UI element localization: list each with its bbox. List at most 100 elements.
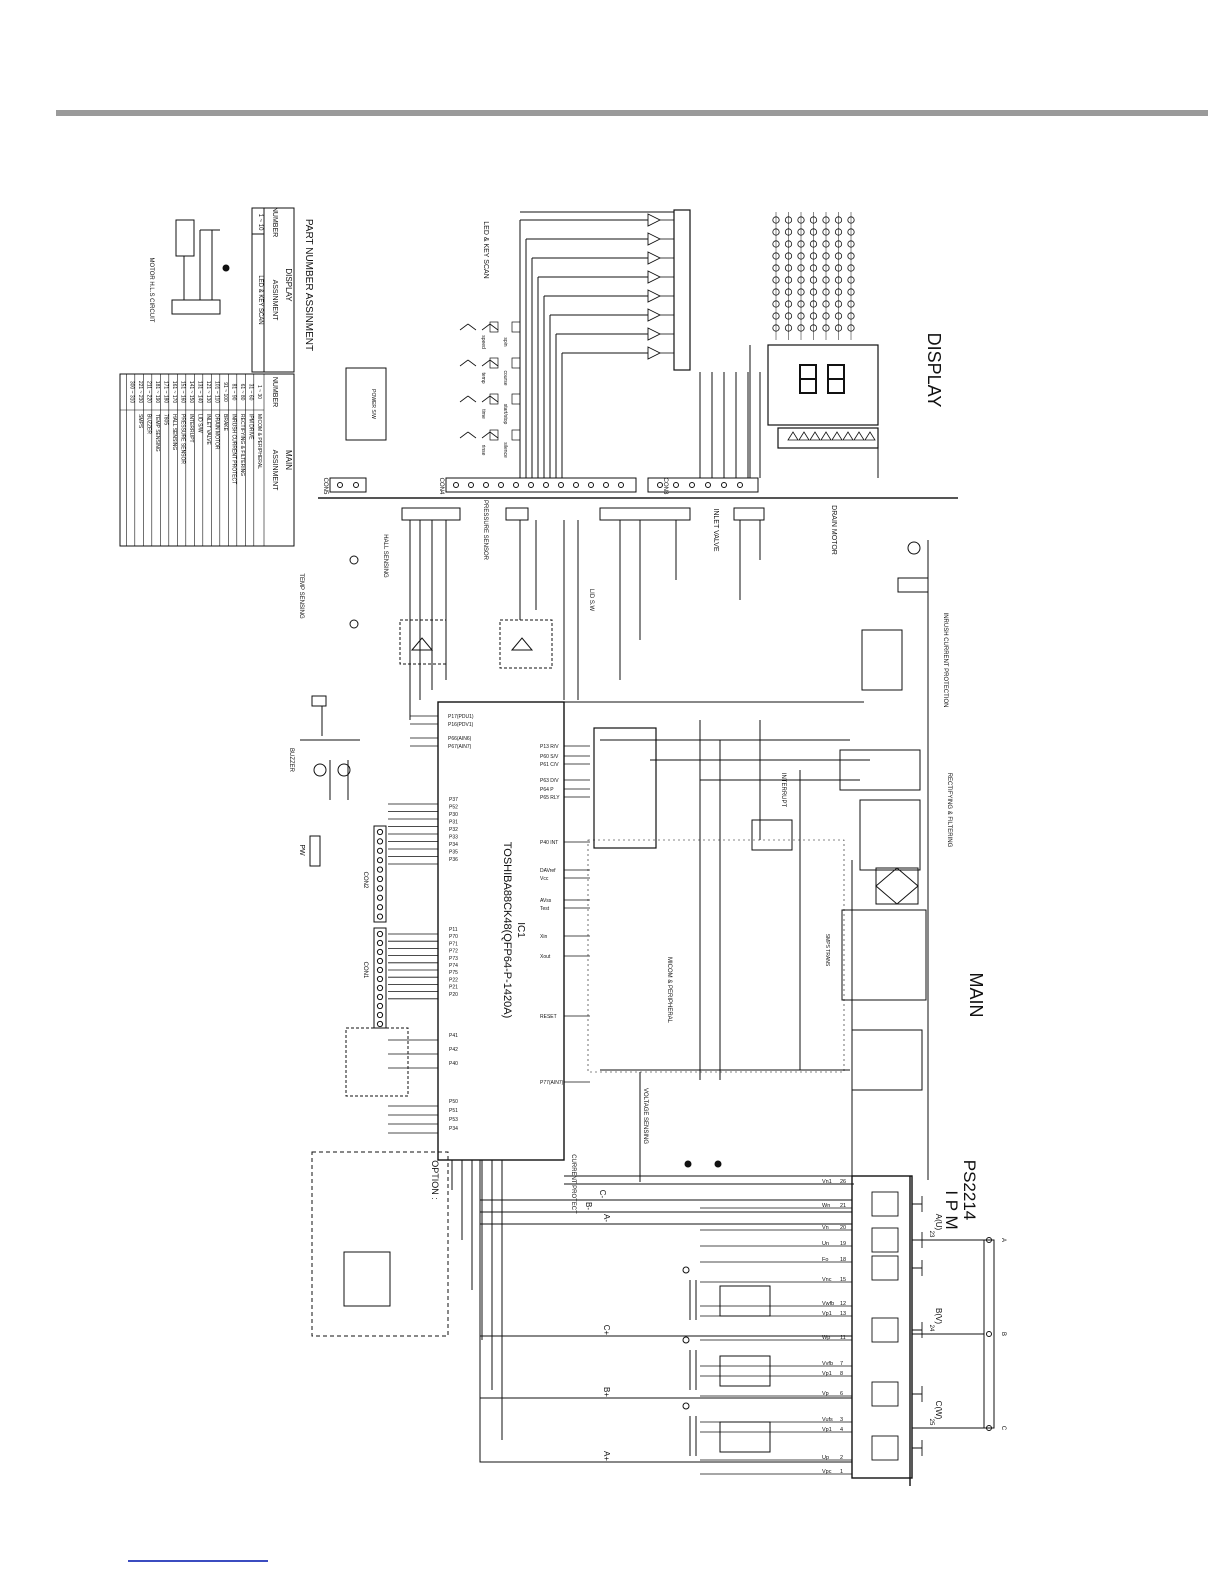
interrupt-label: INTERRUPT <box>780 773 786 808</box>
mcu-ref: IC1 <box>515 922 526 938</box>
pw-label: PW <box>298 844 305 856</box>
part-table-display-header: DISPLAY <box>284 268 293 302</box>
key-label: temp <box>480 372 486 383</box>
buzzer-circuit <box>300 695 360 800</box>
rectifying-label: RECTIFYING & FILTERING <box>946 773 952 848</box>
main-table-assignment: LID S/W <box>197 414 203 433</box>
mcu-pin-label: P34 <box>449 842 458 848</box>
mcu-pin-label: P41 <box>449 1033 458 1039</box>
mcu-pin-label: P42 <box>449 1047 458 1053</box>
mcu-pin-label: P32 <box>449 827 458 833</box>
main-table-assignment: INTERRUPT <box>188 414 194 443</box>
con4-label: CON4 <box>438 478 444 495</box>
ipm-pin: Vp1 <box>822 1427 832 1433</box>
main-table-number: 141 ~ 150 <box>188 381 194 404</box>
power-input-block <box>839 540 929 1190</box>
con5-label: CON5 <box>322 478 328 495</box>
mcu-pin-label: P31 <box>449 820 458 826</box>
mcu-pin-label: P16(PDV1) <box>448 722 474 728</box>
main-table-assignment: PRESSURE SENSOR <box>180 414 186 464</box>
inrush-label: INRUSH CURRENT PROTECTION <box>942 613 948 708</box>
main-table-number: 181 ~ 190 <box>154 381 160 404</box>
pw-connector <box>309 835 321 867</box>
led-key-scan-label: LED & KEY SCAN <box>482 221 489 278</box>
ipm-pin: Vp <box>822 1391 829 1397</box>
ipm-pin-number: 18 <box>840 1257 846 1263</box>
current-protect-label: CURRENT PROTECT <box>570 1154 576 1214</box>
main-table-assignment: BUZZER <box>146 414 152 434</box>
key-switches: speedtemptimerinsespincoursestart/stopsi… <box>459 321 521 458</box>
mcu-pin-label: AVss <box>540 898 552 904</box>
dip-switch-block <box>345 1027 409 1097</box>
ipm-phase-pin: 25 <box>928 1419 934 1426</box>
main-table-assignment: INRUSH CURRENT PROTECT <box>231 414 237 484</box>
part-table-main-header: MAIN <box>284 450 293 470</box>
ipm-pin: Wn <box>822 1203 830 1209</box>
ipm-pin: Vp1 <box>822 1311 832 1317</box>
mcu-pin-label: P67(AIN7) <box>448 744 472 750</box>
mcu-pin-label: P66(AIN6) <box>448 736 472 742</box>
mcu-pin-label: P72 <box>449 949 458 955</box>
motor-output-label: C <box>1000 1426 1006 1431</box>
main-top-connectors <box>401 507 765 521</box>
mcu-pin-label: P33 <box>449 835 458 841</box>
mcu-pin-label: P35 <box>449 850 458 856</box>
ipm-pin-number: 12 <box>840 1301 846 1307</box>
hall-sensing-label: HALL SENSING <box>382 534 388 578</box>
main-wires <box>409 520 870 1185</box>
main-table-number: 31 ~ 60 <box>248 384 254 401</box>
mcu-pin-label: P74 <box>449 963 458 969</box>
buzzer-label: BUZZER <box>288 748 294 773</box>
ipm-pin-number: 1 <box>840 1469 843 1475</box>
key-label: silence <box>502 442 508 458</box>
part-number-table <box>119 207 295 547</box>
option-ic <box>343 1251 391 1307</box>
key-label: course <box>502 370 508 385</box>
phase-signal: C- <box>598 1190 607 1199</box>
mcu-pin-label: P11 <box>449 927 458 933</box>
key-label: spin <box>502 337 508 346</box>
mcu-ic1 <box>437 701 565 1161</box>
ipm-gate-drivers <box>871 1191 923 1461</box>
ipm-body <box>851 1175 913 1479</box>
mcu-part: TOSHIBA88CK48(QFP64-P-1420A) <box>501 842 513 1018</box>
phase-signal: A- <box>602 1214 611 1222</box>
ipm-pin: Vnc <box>822 1277 832 1283</box>
ipm-phase-pin: 23 <box>928 1231 934 1238</box>
part-table-display-col1: NUMBER <box>271 207 278 237</box>
ipm-pin: Fo <box>822 1257 828 1263</box>
mcu-pin-label: P17(PDU1) <box>448 714 474 720</box>
phase-signal: A+ <box>602 1451 611 1461</box>
footer-link-underline <box>128 1560 268 1562</box>
smps-trans-label: SMPS TRANS <box>824 934 830 967</box>
ipm-part: PS2214 <box>960 1160 979 1221</box>
main-table-number: 121 ~ 130 <box>205 381 211 404</box>
ipm-phase-label: B(V) <box>934 1308 943 1324</box>
mcu-pin-label: P34 <box>449 1126 458 1132</box>
ipm-pin-number: 13 <box>840 1311 846 1317</box>
ipm-pin-number: 15 <box>840 1277 846 1283</box>
ipm-pin: Wp <box>822 1335 830 1341</box>
mcu-pin-label: P70 <box>449 934 458 940</box>
ipm-pin-number: 7 <box>840 1361 843 1367</box>
temp-sensing-label: TEMP SENSING <box>298 573 304 619</box>
main-table-number: 221 ~ 230 <box>137 381 143 404</box>
mcu-pin-label: P64 P <box>540 787 554 793</box>
mcu-pins: P37P52P30P31P32P33P34P35P36P11P70P71P72P… <box>388 714 590 1134</box>
main-table-assignment: SMPS <box>137 414 143 429</box>
main-table-number: 131 ~ 140 <box>197 381 203 404</box>
ipm-pin-number: 2 <box>840 1455 843 1461</box>
mcu-pin-label: P52 <box>449 805 458 811</box>
motor-output-terminal <box>983 1239 995 1429</box>
main-table-assignment: 7805 <box>163 414 169 425</box>
ipm-pin-number: 19 <box>840 1241 846 1247</box>
main-table-number: 101 ~ 110 <box>214 381 220 403</box>
relay-driver-ic <box>593 727 657 849</box>
ipm-pin: Vn1 <box>822 1179 832 1185</box>
ipm-pin-number: 8 <box>840 1371 843 1377</box>
ipm-pin-number: 4 <box>840 1427 843 1433</box>
mcu-pin-label: P71 <box>449 941 458 947</box>
ipm-phase-pin: 24 <box>928 1325 934 1332</box>
main-table-number: 161 ~ 170 <box>171 381 177 404</box>
